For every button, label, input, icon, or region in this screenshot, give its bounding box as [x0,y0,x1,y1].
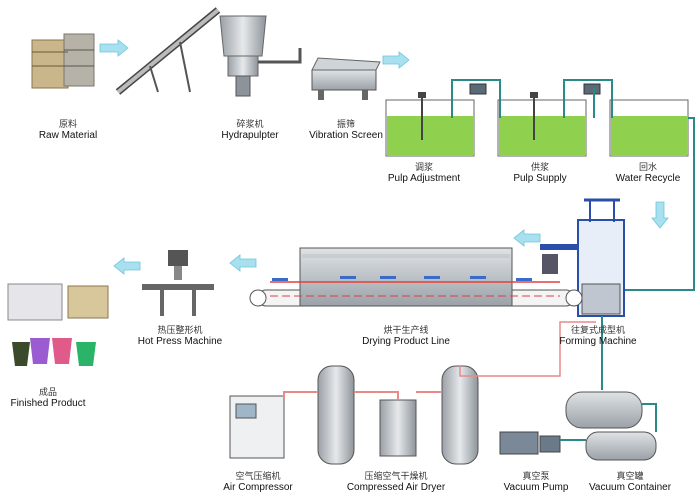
flow-arrows [99,39,669,275]
raw-material-cn: 原料 [58,119,78,129]
label-vacuum-container: 真空罐 Vacuum Container [589,470,671,494]
air-dryer-cn: 压缩空气干燥机 [364,471,428,481]
label-drying-line: 烘干生产线 Drying Product Line [362,324,450,348]
label-raw-material: 原料 Raw Material [39,118,97,142]
hydrapulper-machine [115,7,302,97]
label-vacuum-pump: 真空泵 Vacuum Pump [504,470,569,494]
hydrapulpter-cn: 碎浆机 [236,119,264,129]
vibration-screen-en: Vibration Screen [309,130,383,141]
arrow-down-recycle [651,201,669,229]
pulp-pipes [451,79,695,291]
label-vibration-screen: 振筛 Vibration Screen [309,118,383,142]
drying-line-cn: 烘干生产线 [383,325,429,335]
arrow-screen-to-pulp [382,51,410,69]
vacuum-container-en: Vacuum Container [588,482,672,493]
vacuum-container-cn: 真空罐 [616,471,644,481]
arrow-dryer-to-press [229,254,257,272]
pulp-adjustment-cn: 调浆 [414,162,434,172]
forming-machine-cn: 往复式成型机 [570,325,626,335]
arrow-press-to-product [113,257,141,275]
air-dryer-en: Compressed Air Dryer [346,482,446,493]
air-compressor-en: Air Compressor [223,482,293,493]
vibration-screen-cn: 振筛 [336,119,355,129]
finished-product-en: Finished Product [10,398,86,409]
water-recycle-cn: 回水 [638,162,657,172]
drying-line [249,247,583,307]
air-system [229,321,596,465]
forming-machine [540,198,625,390]
raw-material-bales [31,33,95,89]
arrow-forming-to-dryer [513,229,541,247]
pulp-supply-cn: 供浆 [530,162,549,172]
vacuum-pump-cn: 真空泵 [522,471,550,481]
label-forming-machine: 往复式成型机 Forming Machine [559,324,636,348]
hot-press-cn: 热压整形机 [157,325,203,335]
vibration-screen-machine [311,57,381,100]
label-air-compressor: 空气压缩机 Air Compressor [223,470,292,494]
hydrapulpter-en: Hydrapulpter [221,130,279,141]
label-finished-product: 成品 Finished Product [10,386,85,410]
water-recycle-en: Water Recycle [615,173,681,184]
label-hydrapulpter: 碎浆机 Hydrapulpter [221,118,278,142]
finished-products [7,283,109,366]
hot-press-machine [142,250,214,316]
forming-machine-en: Forming Machine [559,336,637,347]
vacuum-pump-en: Vacuum Pump [503,482,569,493]
vacuum-system [499,391,657,461]
raw-material-en: Raw Material [38,130,98,141]
drying-line-en: Drying Product Line [362,336,450,347]
arrow-raw-to-pulper [99,39,129,57]
label-pulp-supply: 供浆 Pulp Supply [513,161,566,185]
finished-product-cn: 成品 [38,387,58,397]
label-hot-press: 热压整形机 Hot Press Machine [138,324,222,348]
air-compressor-cn: 空气压缩机 [235,471,281,481]
hot-press-en: Hot Press Machine [137,336,223,347]
label-air-dryer: 压缩空气干燥机 Compressed Air Dryer [347,470,445,494]
pulp-tanks [385,92,689,157]
pulp-supply-en: Pulp Supply [513,173,567,184]
label-pulp-adjustment: 调浆 Pulp Adjustment [388,161,460,185]
pulp-adjustment-en: Pulp Adjustment [387,173,461,184]
label-water-recycle: 回水 Water Recycle [616,161,681,185]
